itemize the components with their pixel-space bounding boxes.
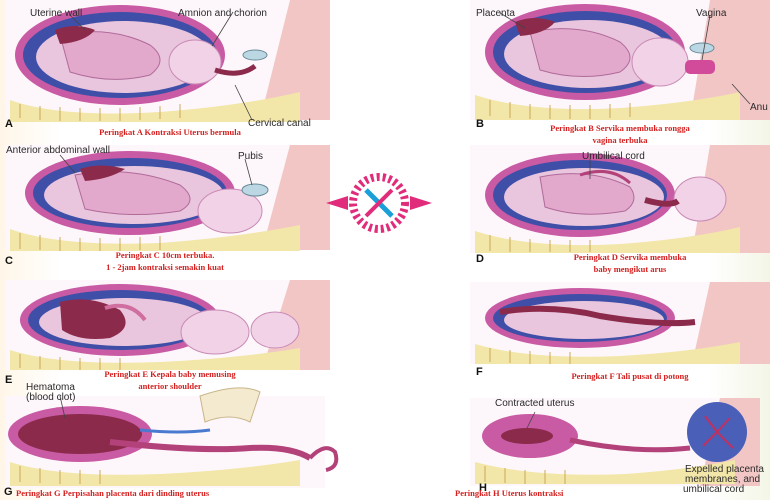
panel-a: Uterine wall Amnion and chorion Cervical… — [0, 0, 330, 140]
label-anterior-abdominal-wall: Anterior abdominal wall — [6, 145, 110, 156]
center-logo — [318, 160, 440, 246]
label-vagina: Vagina — [696, 8, 726, 19]
caption-e-line-1: Peringkat E Kepala baby memusing — [40, 368, 300, 380]
caption-d: Peringkat D Servika membuka baby mengiku… — [500, 251, 760, 275]
panel-f: F Peringkat F Tali pusat di potong — [470, 282, 770, 387]
panel-letter-g: G — [4, 486, 13, 498]
panel-c: Anterior abdominal wall Pubis C Peringka… — [0, 145, 330, 275]
panel-letter-f: F — [476, 366, 483, 378]
caption-d-line-1: Peringkat D Servika membuka — [500, 251, 760, 263]
panel-b: Placenta Vagina Anu B Peringkat B Servik… — [470, 0, 770, 150]
panel-h: Contracted uterus Expelled placenta memb… — [455, 388, 770, 500]
caption-h: Peringkat H Uterus kontraksi — [455, 487, 695, 499]
caption-b: Peringkat B Servika membuka rongga vagin… — [490, 122, 750, 146]
caption-d-line-2: baby mengikut arus — [500, 263, 760, 275]
caption-c-line-2: 1 - 2jam kontraksi semakin kuat — [40, 261, 290, 273]
label-contracted-uterus: Contracted uterus — [495, 398, 575, 409]
label-umbilical-cord: Umbilical cord — [582, 151, 645, 162]
panel-letter-d: D — [476, 253, 484, 265]
caption-h-line-1: Peringkat H Uterus kontraksi — [455, 487, 695, 499]
caption-f-line-1: Peringkat F Tali pusat di potong — [500, 370, 760, 382]
panel-letter-a: A — [5, 118, 13, 130]
panel-letter-b: B — [476, 118, 484, 130]
caption-f: Peringkat F Tali pusat di potong — [500, 370, 760, 382]
caption-g: Peringkat G Perpisahan placenta dari din… — [16, 487, 346, 499]
caption-a: Peringkat A Kontraksi Uterus bermula — [40, 126, 300, 138]
panel-e: E Peringkat E Kepala baby memusing anter… — [0, 280, 330, 390]
panel-g: Hematoma (blood clot) G Peringkat G Perp… — [0, 382, 390, 500]
label-pubis: Pubis — [238, 151, 263, 162]
caption-c: Peringkat C 10cm terbuka. 1 - 2jam kontr… — [40, 249, 290, 273]
label-uterine-wall: Uterine wall — [30, 8, 82, 19]
label-anus: Anu — [750, 102, 768, 113]
panel-d: Umbilical cord D Peringkat D Servika mem… — [470, 145, 770, 280]
caption-c-line-1: Peringkat C 10cm terbuka. — [40, 249, 290, 261]
label-amnion-chorion: Amnion and chorion — [178, 8, 267, 19]
caption-g-line-1: Peringkat G Perpisahan placenta dari din… — [16, 487, 346, 499]
caption-a-line-1: Peringkat A Kontraksi Uterus bermula — [40, 126, 300, 138]
caption-b-line-1: Peringkat B Servika membuka rongga — [490, 122, 750, 134]
label-blood-clot: (blood clot) — [26, 392, 75, 403]
label-placenta: Placenta — [476, 8, 515, 19]
panel-letter-c: C — [5, 255, 13, 267]
